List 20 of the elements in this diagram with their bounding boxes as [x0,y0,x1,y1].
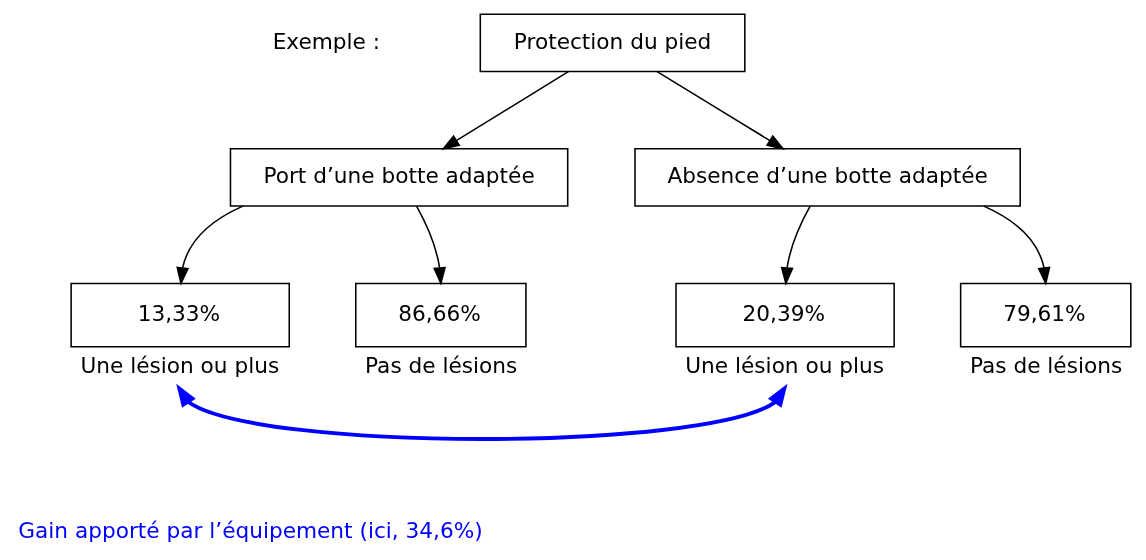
arrow [656,70,786,150]
label: Exemple : [272,28,381,54]
arrow [176,205,244,286]
node-label: Pas de lésions [969,353,1123,379]
node-label: Pas de lésions [365,353,518,379]
arrow [983,205,1051,286]
node-box: 13,33% [70,282,291,348]
node-box: Protection du pied [479,13,746,73]
node-box: 79,61% [959,282,1132,348]
node-label: Une lésion ou plus [685,353,885,379]
arrow [441,70,570,150]
arrow [415,205,447,286]
edge-label: Gain apporté par l’équipement (ici, 34,6%) [18,517,483,543]
node-box: 86,66% [355,282,527,348]
node-box: Port d’une botte adaptée [229,148,569,207]
arrow [176,383,788,441]
node-label: Une lésion ou plus [80,353,280,379]
arrow [780,205,811,286]
node-box: Absence d’une botte adaptée [634,148,1021,207]
node-box: 20,39% [675,282,895,348]
